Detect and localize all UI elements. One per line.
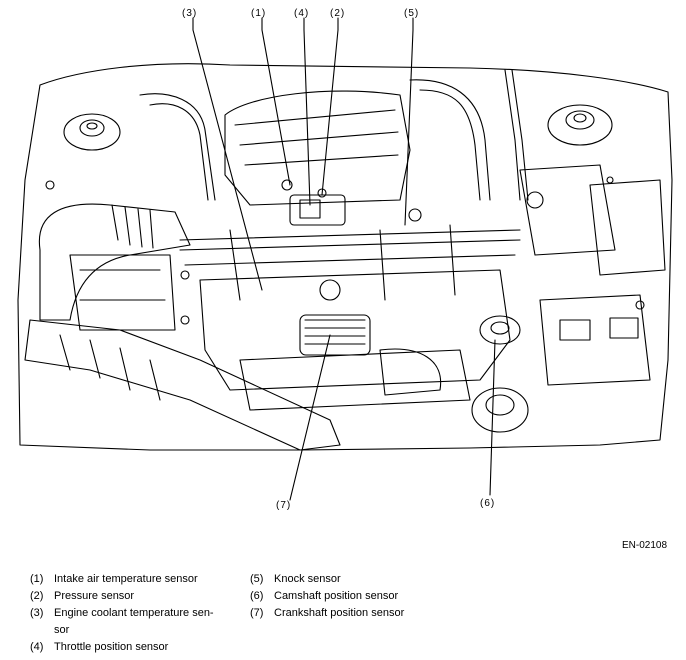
callout-5: (5) bbox=[404, 8, 420, 19]
legend-number: (4) bbox=[30, 641, 44, 653]
callout-6: (6) bbox=[480, 498, 496, 509]
legend-item: (5) Knock sensor bbox=[250, 571, 404, 588]
engine-bay-drawing bbox=[17, 17, 673, 501]
legend-item: (4) Throttle position sensor bbox=[30, 639, 214, 656]
legend-number: (3) bbox=[30, 607, 44, 619]
legend-item: (7) Crankshaft position sensor bbox=[250, 605, 404, 622]
legend-label: Knock sensor bbox=[274, 573, 341, 585]
legend-label: Camshaft position sensor bbox=[274, 590, 399, 602]
legend-number: (1) bbox=[30, 573, 44, 585]
legend-number: (2) bbox=[30, 590, 44, 602]
legend-item: sor bbox=[30, 622, 214, 639]
callout-3: (3) bbox=[182, 8, 198, 19]
legend-number: (7) bbox=[250, 607, 264, 619]
legend-label: Engine coolant temperature sen- bbox=[54, 607, 214, 619]
legend-label: Crankshaft position sensor bbox=[274, 607, 405, 619]
legend-label: sor bbox=[54, 624, 70, 636]
legend-number: (5) bbox=[250, 573, 264, 585]
legend-left: (1) Intake air temperature sensor (2) Pres… bbox=[30, 571, 214, 656]
legend-label: Intake air temperature sensor bbox=[54, 573, 198, 585]
legend-number bbox=[30, 622, 54, 639]
callout-2: (2) bbox=[330, 8, 346, 19]
legend-item: (3) Engine coolant temperature sen- bbox=[30, 605, 214, 622]
callout-1: (1) bbox=[251, 8, 267, 19]
legend-right: (5) Knock sensor (6) Camshaft position sen… bbox=[250, 571, 404, 622]
legend-item: (1) Intake air temperature sensor bbox=[30, 571, 214, 588]
legend-number: (6) bbox=[250, 590, 264, 602]
figure-id: EN-02108 bbox=[622, 540, 668, 551]
legend-label: Throttle position sensor bbox=[54, 641, 169, 653]
legend-item: (6) Camshaft position sensor bbox=[250, 588, 404, 605]
callout-7: (7) bbox=[276, 500, 292, 511]
legend-item: (2) Pressure sensor bbox=[30, 588, 214, 605]
callout-4: (4) bbox=[294, 8, 310, 19]
legend-label: Pressure sensor bbox=[54, 590, 135, 602]
